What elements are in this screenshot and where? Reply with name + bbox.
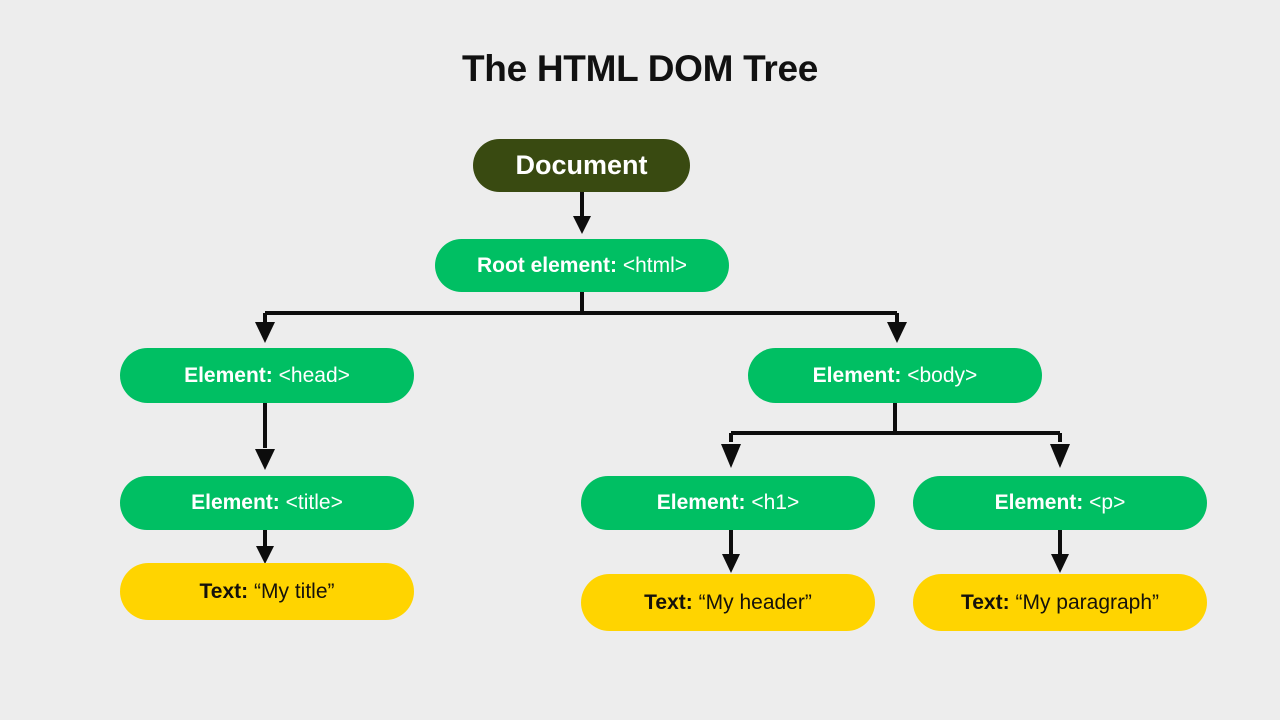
node-head-label: Element: bbox=[184, 363, 273, 387]
arrowhead-title-text bbox=[256, 546, 274, 564]
node-text-my-title[interactable]: Text:“My title” bbox=[120, 563, 414, 620]
node-p-text-value: “My paragraph” bbox=[1015, 590, 1160, 614]
node-h1-label: Element: bbox=[656, 491, 746, 514]
arrowhead-document-html bbox=[573, 216, 591, 234]
node-element-p[interactable]: Element:<p> bbox=[913, 476, 1207, 530]
edge-body-branch bbox=[729, 403, 1062, 442]
arrowhead-h1-text bbox=[722, 554, 740, 573]
node-p-label: Element: bbox=[994, 491, 1084, 514]
node-title-text-value: “My title” bbox=[254, 579, 335, 603]
node-html-value: <html> bbox=[622, 253, 688, 277]
arrowhead-p-text bbox=[1051, 554, 1069, 573]
edge-html-branch bbox=[263, 291, 899, 322]
page-title: The HTML DOM Tree bbox=[461, 48, 819, 89]
node-element-h1[interactable]: Element:<h1> bbox=[581, 476, 875, 530]
arrowhead-html-body bbox=[887, 322, 907, 343]
node-head-value: <head> bbox=[278, 363, 350, 387]
arrowhead-head-title bbox=[255, 449, 275, 470]
node-document[interactable]: Document bbox=[473, 139, 690, 192]
node-h1-text-value: “My header” bbox=[698, 590, 812, 614]
node-h1-value: <h1> bbox=[751, 491, 800, 514]
node-title-text-label: Text: bbox=[199, 579, 249, 603]
node-element-head[interactable]: Element:<head> bbox=[120, 348, 414, 403]
node-document-label: Document bbox=[515, 150, 648, 180]
arrowhead-body-h1 bbox=[721, 444, 741, 468]
node-body-value: <body> bbox=[907, 363, 978, 387]
node-element-body[interactable]: Element:<body> bbox=[748, 348, 1042, 403]
node-h1-text-label: Text: bbox=[644, 590, 693, 614]
node-title-value: <title> bbox=[285, 491, 343, 514]
node-element-title[interactable]: Element:<title> bbox=[120, 476, 414, 530]
node-p-text-label: Text: bbox=[960, 590, 1010, 614]
node-html-label: Root element: bbox=[476, 253, 617, 277]
node-root-element-html[interactable]: Root element:<html> bbox=[435, 239, 729, 292]
node-text-my-paragraph[interactable]: Text:“My paragraph” bbox=[913, 574, 1207, 631]
node-text-my-header[interactable]: Text:“My header” bbox=[581, 574, 875, 631]
node-title-label: Element: bbox=[191, 491, 280, 514]
arrowhead-body-p bbox=[1050, 444, 1070, 468]
arrowhead-html-head bbox=[255, 322, 275, 343]
node-p-value: <p> bbox=[1089, 491, 1126, 514]
node-body-label: Element: bbox=[812, 363, 902, 387]
